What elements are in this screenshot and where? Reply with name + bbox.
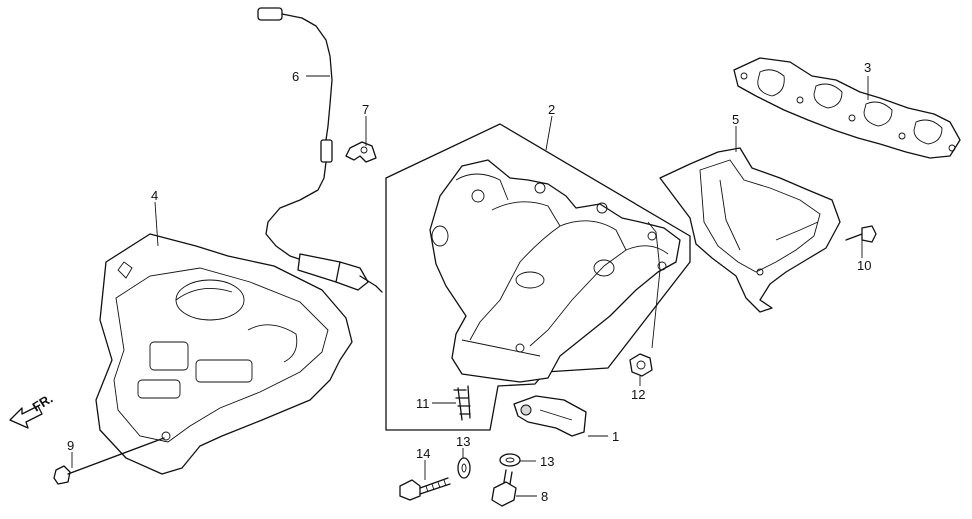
callout-11: 11 <box>416 396 430 411</box>
nut-12 <box>629 353 653 377</box>
callout-13-left: 13 <box>456 434 470 449</box>
manifold-bracket <box>513 395 587 437</box>
washer-13a <box>457 457 471 479</box>
bolt-14 <box>399 477 451 501</box>
callout-5: 5 <box>732 112 739 127</box>
callout-7: 7 <box>362 102 369 117</box>
callout-6: 6 <box>292 69 299 84</box>
exhaust-manifold <box>429 159 681 383</box>
lower-heat-shield <box>659 147 841 313</box>
callout-numbers: 2 3 5 4 6 7 10 11 12 9 1 13 13 14 8 <box>67 60 871 504</box>
callout-1: 1 <box>612 429 619 444</box>
callout-8: 8 <box>541 489 548 504</box>
washer-13b <box>499 453 521 467</box>
callout-13-right: 13 <box>540 454 554 469</box>
callout-2: 2 <box>548 102 555 117</box>
upper-heat-shield <box>95 233 353 475</box>
callout-10: 10 <box>857 258 871 273</box>
callout-3: 3 <box>864 60 871 75</box>
callout-12: 12 <box>631 387 645 402</box>
bolt-9 <box>53 437 165 485</box>
callout-14: 14 <box>416 446 430 461</box>
oxygen-sensor <box>257 7 383 293</box>
bolt-8 <box>491 469 517 507</box>
front-direction-arrow: FR. <box>9 391 55 429</box>
manifold-gasket <box>733 57 961 159</box>
stud-11 <box>453 385 471 421</box>
sensor-clip <box>345 141 377 163</box>
bolt-10 <box>845 225 877 243</box>
leader-lines <box>71 75 869 497</box>
callout-9: 9 <box>67 438 74 453</box>
callout-4: 4 <box>151 188 158 203</box>
